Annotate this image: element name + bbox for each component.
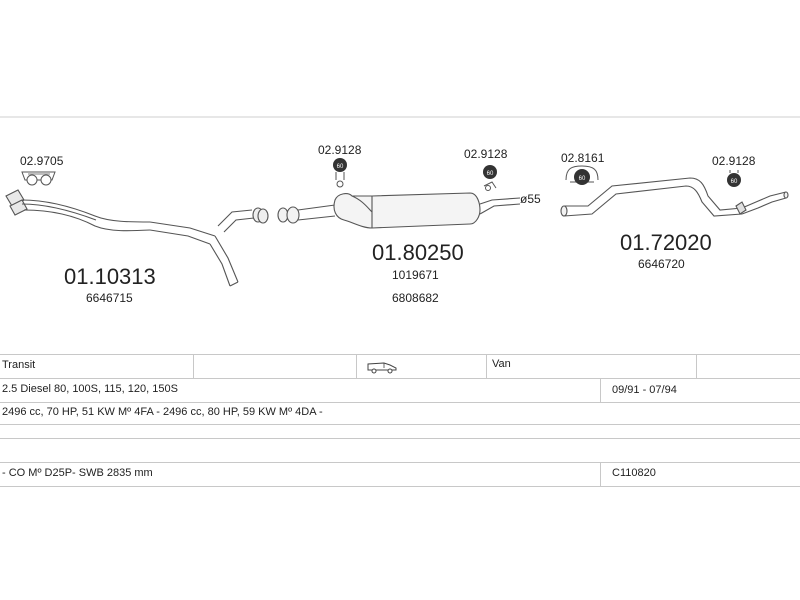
diameter-label: ø55 xyxy=(520,192,541,206)
svg-text:60: 60 xyxy=(731,179,738,185)
svg-text:60: 60 xyxy=(579,176,586,182)
part-number-1: 01.10313 xyxy=(64,264,156,289)
van-icon xyxy=(367,362,397,374)
model-cell: Transit xyxy=(2,359,36,371)
oe-number-3a: 6646720 xyxy=(638,257,685,271)
hanger-icon-2: 60 xyxy=(333,158,347,188)
clamp-code-3: 02.9128 xyxy=(464,147,508,161)
part-number-3: 01.72020 xyxy=(620,230,712,255)
clamp-code-1: 02.9705 xyxy=(20,154,64,168)
catalog-code-cell: C110820 xyxy=(612,467,656,479)
engine-cell: 2.5 Diesel 80, 100S, 115, 120, 150S xyxy=(2,383,178,395)
rear-pipe-drawing xyxy=(560,177,789,217)
years-cell: 09/91 - 07/94 xyxy=(612,384,677,396)
hanger-icon-5: 60 xyxy=(727,170,741,187)
hanger-icon-3: 60 xyxy=(483,165,497,191)
body-type-cell: Van xyxy=(492,358,511,370)
oe-number-2b: 6808682 xyxy=(392,291,439,305)
svg-text:60: 60 xyxy=(487,171,494,177)
front-pipe-drawing xyxy=(5,189,269,287)
spec-cell: 2496 cc, 70 HP, 51 KW Mº 4FA - 2496 cc, … xyxy=(2,406,323,418)
svg-text:60: 60 xyxy=(337,164,344,170)
oe-number-1a: 6646715 xyxy=(86,291,133,305)
clamp-code-4: 02.8161 xyxy=(561,151,605,165)
extra-cell: - CO Mº D25P- SWB 2835 mm xyxy=(2,467,153,479)
clamp-icon-1 xyxy=(21,171,56,186)
centre-silencer-drawing xyxy=(277,192,521,229)
hanger-icon-4: 60 xyxy=(565,165,599,185)
oe-number-2a: 1019671 xyxy=(392,268,439,282)
clamp-code-5: 02.9128 xyxy=(712,154,756,168)
clamp-code-2: 02.9128 xyxy=(318,143,362,157)
part-number-2: 01.80250 xyxy=(372,240,464,265)
